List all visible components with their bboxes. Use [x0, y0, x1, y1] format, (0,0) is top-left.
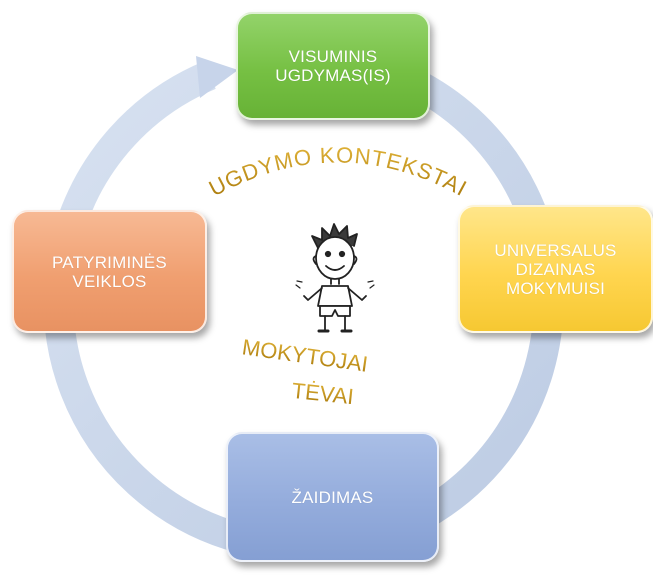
- node-universal-design: UNIVERSALUS DIZAINAS MOKYMUISI: [458, 205, 653, 333]
- node-universal-design-label: UNIVERSALUS DIZAINAS MOKYMUISI: [494, 240, 617, 298]
- node-play-label: ŽAIDIMAS: [291, 487, 374, 507]
- center-label-teachers: MOKYTOJAI: [241, 334, 370, 376]
- node-holistic-education: VISUMINIS UGDYMAS(IS): [236, 12, 430, 120]
- node-experiential-activities: PATYRIMINĖS VEIKLOS: [12, 210, 207, 333]
- node-play: ŽAIDIMAS: [226, 432, 439, 562]
- node-experiential-activities-label: PATYRIMINĖS VEIKLOS: [52, 252, 167, 291]
- arc-label: UGDYMO KONTEKSTAI: [205, 142, 472, 201]
- child-figure-icon: [295, 223, 375, 333]
- center-label-parents: TĖVAI: [291, 378, 355, 409]
- node-holistic-education-label: VISUMINIS UGDYMAS(IS): [275, 47, 391, 85]
